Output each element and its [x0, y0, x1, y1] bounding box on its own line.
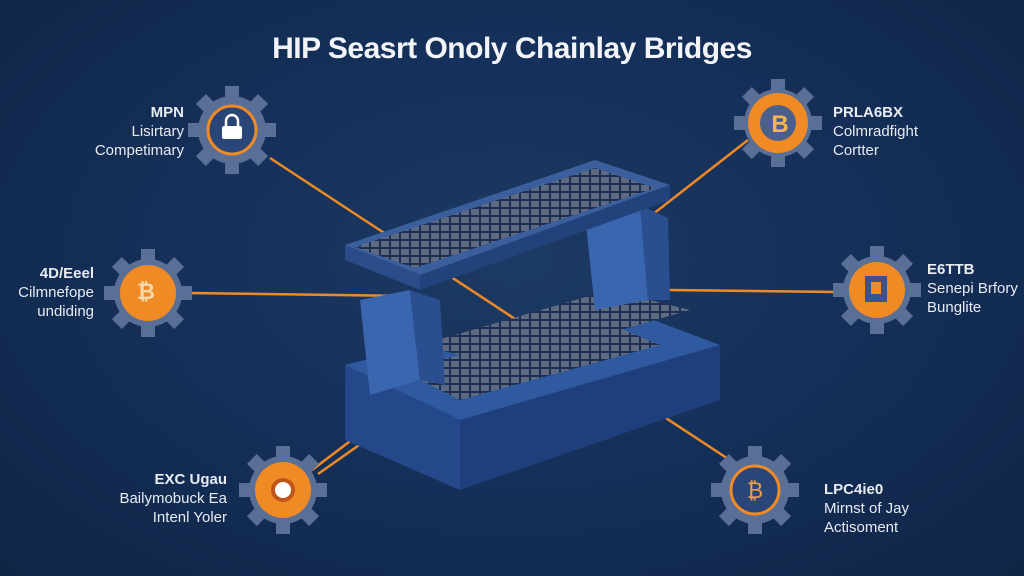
bitcoin-icon: ₿: [747, 478, 763, 503]
label-line2: Cortter: [833, 142, 879, 159]
label-mid-left: 4D/Eeel Cilmnefope undiding: [18, 264, 94, 321]
label-heading: PRLA6BX: [833, 104, 904, 121]
bitcoin-icon: ₿: [137, 279, 155, 304]
label-line2: Actisoment: [824, 519, 899, 536]
label-top-right: PRLA6BX Colmradfight Cortter: [833, 103, 918, 160]
label-line1: Colmradfight: [833, 123, 919, 140]
connector-mid-left: [187, 291, 411, 298]
label-line2: undiding: [37, 303, 94, 320]
label-mid-right: E6TTB Senepi Brfory Bunglite: [927, 260, 1018, 317]
bitcoin-icon: B: [771, 111, 788, 138]
label-top-left: MPN Lisirtary Competimary: [95, 103, 184, 160]
label-heading: EXC Ugau: [154, 471, 227, 488]
label-heading: LPC4ie0: [824, 481, 884, 498]
label-line1: Bailymobuck Ea: [119, 490, 227, 507]
label-heading: MPN: [150, 104, 184, 121]
label-line2: Bunglite: [927, 299, 982, 316]
label-line2: Intenl Yoler: [152, 509, 227, 526]
label-bottom-right: LPC4ie0 Mirnst of Jay Actisoment: [824, 480, 909, 537]
gear-top-left: [188, 86, 276, 174]
connector-mid-right: [667, 288, 839, 294]
gear-top-right: B: [734, 79, 822, 167]
gear-icon: [271, 478, 295, 502]
gear-mid-left: ₿: [104, 249, 192, 337]
label-line1: Mirnst of Jay: [824, 500, 910, 517]
label-line1: Senepi Brfory: [927, 280, 1018, 297]
label-bottom-left: EXC Ugau Bailymobuck Ea Intenl Yoler: [119, 470, 227, 527]
gear-bottom-left: [239, 446, 327, 534]
label-line2: Competimary: [94, 142, 184, 159]
label-heading: E6TTB: [927, 261, 975, 278]
gear-bottom-right: ₿: [711, 446, 799, 534]
label-line1: Cilmnefope: [18, 284, 94, 301]
label-line1: Lisirtary: [131, 123, 184, 140]
lock-icon: [222, 126, 242, 139]
page-title: HIP Seasrt Onoly Chainlay Bridges: [272, 32, 752, 65]
gear-mid-right: [833, 246, 921, 334]
bridge-illustration: [345, 160, 720, 490]
label-heading: 4D/Eeel: [39, 265, 94, 282]
